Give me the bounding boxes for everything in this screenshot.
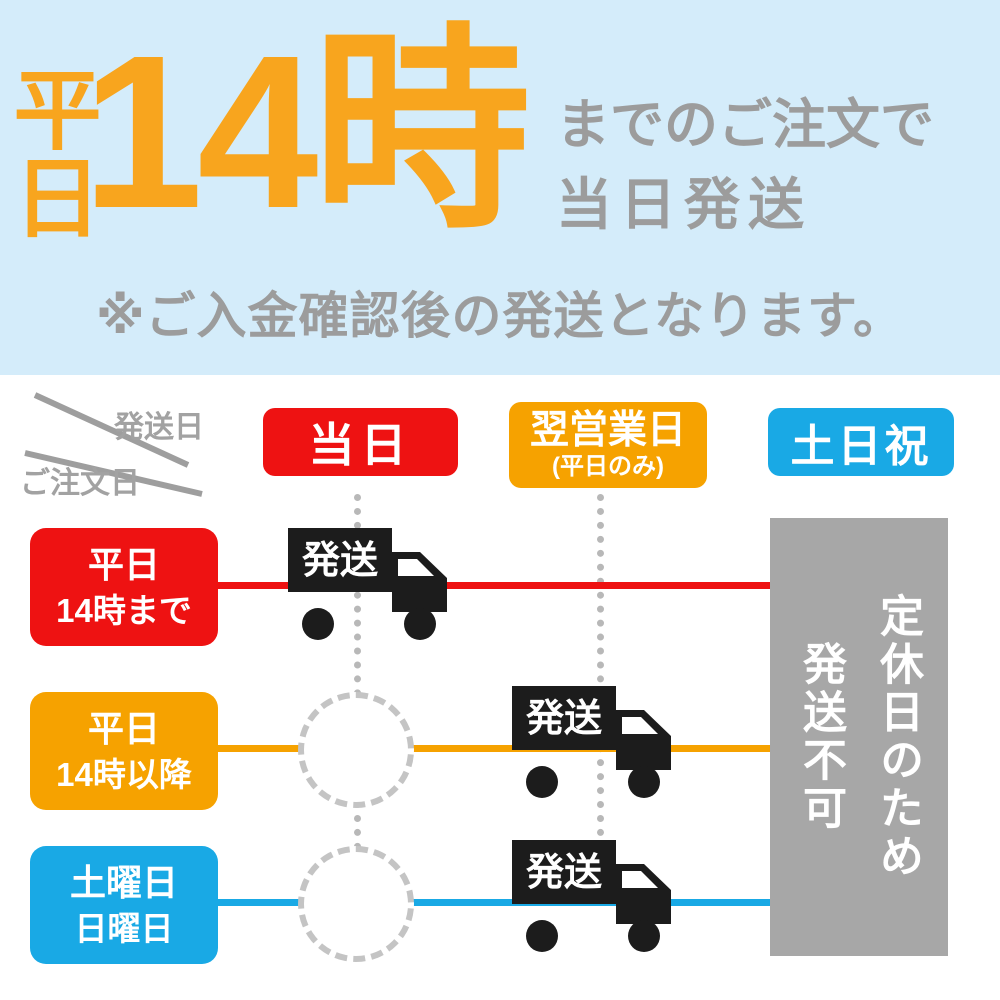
banner-deadline-time: 14時 [82, 11, 530, 254]
row-label-line2: 日曜日 [74, 909, 174, 947]
timeline-row-weekend [218, 899, 782, 906]
closed-day-no-shipping-box: 定休日のため 発送不可 [770, 518, 948, 956]
banner: 平日 14時 までのご注文で 当日発送 ※ご入金確認後の発送となります。 [0, 0, 1000, 375]
closed-day-line2: 発送不可 [796, 641, 845, 833]
closed-day-line1: 定休日のため [873, 593, 922, 881]
timeline-row-weekday-before14 [218, 582, 782, 589]
corner-shipping-date-label: 発送日 [114, 411, 204, 444]
column-header-same-day: 当日 [263, 408, 458, 476]
delivery-truck-icon: 発送 [512, 840, 671, 952]
row-label-weekday-before14: 平日 14時まで [30, 528, 218, 646]
corner-order-date-label: ご注文日 [20, 467, 140, 500]
payment-confirmation-note: ※ご入金確認後の発送となります。 [95, 288, 905, 344]
ship-label: 発送 [526, 698, 602, 740]
closed-day-text: 定休日のため 発送不可 [782, 593, 936, 881]
delivery-truck-icon: 発送 [512, 686, 671, 798]
banner-sameday-shipping: 当日発送 [556, 173, 812, 236]
row-label-weekend: 土曜日 日曜日 [30, 846, 218, 964]
row-label-line1: 土曜日 [69, 862, 178, 904]
row-label-line1: 平日 [87, 708, 160, 750]
timeline-row-weekday-after14 [218, 745, 782, 752]
row-label-weekday-after14: 平日 14時以降 [30, 692, 218, 810]
column-header-weekend-holiday-label: 土日祝 [790, 422, 932, 471]
column-header-next-business-day-label: 翌営業日 [529, 409, 686, 453]
no-ship-circle-weekend [298, 846, 414, 962]
ship-label: 発送 [302, 540, 378, 582]
column-header-next-business-day: 翌営業日 (平日のみ) [509, 402, 707, 488]
column-header-weekend-holiday: 土日祝 [768, 408, 954, 476]
row-label-line2: 14時以降 [56, 755, 192, 793]
corner-divider-lines [24, 392, 203, 497]
banner-weekday-label: 平日 [1, 64, 100, 240]
delivery-truck-icon: 発送 [288, 528, 447, 640]
row-label-line2: 14時まで [56, 591, 192, 629]
column-header-weekdays-only-label: (平日のみ) [552, 453, 664, 481]
ship-label: 発送 [526, 852, 602, 894]
no-ship-circle-weekday-after14 [298, 692, 414, 808]
column-header-same-day-label: 当日 [308, 419, 413, 471]
banner-order-suffix: までのご注文で [556, 95, 934, 155]
row-label-line1: 平日 [87, 544, 160, 586]
